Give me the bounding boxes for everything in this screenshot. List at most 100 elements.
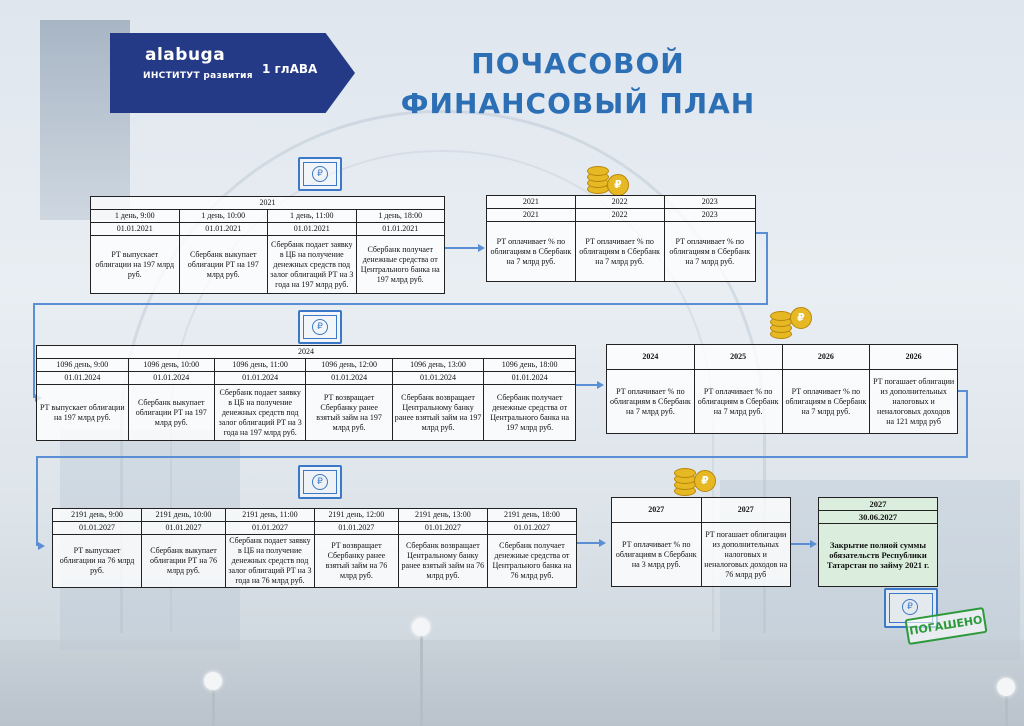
table-date-cell: 01.01.2021	[355, 222, 445, 236]
table-day-cell: 2191 день, 12:00	[313, 508, 399, 522]
table-block-2021: 2021 1 день, 9:00 1 день, 10:00 1 день, …	[90, 196, 445, 294]
table-action-cell: Сбербанк получает денежные средства от Ц…	[483, 384, 576, 441]
table-year: 2023	[663, 195, 757, 209]
table-action-cell: РТ выпускает облигации на 197 млрд руб.	[90, 235, 180, 294]
table-action-cell: Сбербанк получает денежные средства от Ц…	[486, 534, 578, 588]
table-year: 2021	[90, 196, 445, 210]
table-date-cell: 30.06.2027	[818, 510, 938, 524]
table-action-cell: РТ возвращает Сбербанку ранее взятый зай…	[305, 384, 393, 441]
table-date-cell: 01.01.2024	[305, 371, 393, 385]
table-action-cell: Сбербанк возвращает Центральному банку р…	[391, 384, 485, 441]
connector	[958, 390, 968, 392]
table-action-cell: Сбербанк подает заявку в ЦБ на получение…	[213, 384, 307, 441]
table-final-closure: 2027 30.06.2027 Закрытие полной суммы об…	[818, 497, 938, 587]
lamp-pole	[212, 680, 215, 726]
table-action-cell: РТ возвращает Сбербанку ранее взятый зай…	[313, 534, 399, 588]
table-year: 2025	[693, 344, 783, 370]
table-year-sub: 2021	[486, 208, 576, 222]
table-action-cell: РТ оплачивает % по облигациям в Сбербанк…	[663, 221, 757, 282]
lamp-pole	[420, 630, 423, 726]
arrow-right-icon	[810, 540, 817, 548]
table-action-cell: РТ погашает облигации из дополнительных …	[869, 369, 958, 434]
table-date-cell: 01.01.2027	[224, 521, 315, 535]
table-block-2027: 2191 день, 9:00 2191 день, 10:00 2191 де…	[51, 508, 578, 588]
table-action-cell: Сбербанк подает заявку в ЦБ на получение…	[267, 235, 357, 294]
table-action-cell: РТ оплачивает % по облигациям в Сбербанк…	[606, 369, 695, 434]
ruble-coins-icon: ₽	[768, 303, 812, 343]
table-action-cell: РТ оплачивает % по облигациям в Сбербанк…	[486, 221, 576, 282]
ruble-coins-icon: ₽	[585, 158, 629, 198]
table-action-cell: РТ выпускает облигации на 76 млрд руб.	[51, 534, 143, 588]
table-date-cell: 01.01.2027	[313, 521, 399, 535]
table-year: 2027	[818, 497, 938, 511]
table-year: 2026	[781, 344, 871, 370]
connector	[577, 542, 599, 544]
lamp	[204, 672, 222, 690]
table-year: 2026	[869, 344, 958, 370]
table-year: 2027	[611, 497, 702, 523]
table-day-cell: 1096 день, 10:00	[127, 358, 215, 372]
table-date-cell: 01.01.2024	[483, 371, 576, 385]
table-date-cell: 01.01.2024	[391, 371, 485, 385]
table-date-cell: 01.01.2024	[36, 371, 129, 385]
table-date-cell: 01.01.2024	[213, 371, 307, 385]
ruble-banknote-icon: ₽	[298, 157, 342, 191]
table-day-cell: 1096 день, 13:00	[391, 358, 485, 372]
arrow-right-icon	[597, 381, 604, 389]
table-date-cell: 01.01.2027	[397, 521, 488, 535]
table-action-cell: Сбербанк подает заявку в ЦБ на получение…	[224, 534, 315, 588]
table-date-cell: 01.01.2027	[51, 521, 143, 535]
page-title: ПОЧАСОВОЙ ФИНАНСОВЫЙ ПЛАН	[398, 44, 758, 124]
table-day-cell: 1096 день, 9:00	[36, 358, 129, 372]
connector	[33, 303, 768, 305]
table-day-cell: 1096 день, 12:00	[305, 358, 393, 372]
connector	[966, 390, 968, 457]
table-date-cell: 01.01.2021	[178, 222, 268, 236]
brand-banner	[110, 33, 355, 113]
brand-logo: alabuga	[145, 45, 226, 65]
table-day-cell: 2191 день, 10:00	[141, 508, 226, 522]
table-day-cell: 1 день, 10:00	[178, 209, 268, 223]
table-action-cell: Сбербанк получает денежные средства от Ц…	[355, 235, 445, 294]
table-day-cell: 2191 день, 11:00	[224, 508, 315, 522]
table-action-cell: Сбербанк выкупает облигации РТ на 76 млр…	[141, 534, 226, 588]
table-action-cell: РТ выпускает облигации на 197 млрд руб.	[36, 384, 129, 441]
lamp	[997, 678, 1015, 696]
table-year-sub: 2023	[663, 208, 757, 222]
ruble-banknote-icon: ₽	[298, 465, 342, 499]
table-action-cell: РТ оплачивает % по облигациям в Сбербанк…	[611, 522, 702, 587]
table-day-cell: 2191 день, 9:00	[51, 508, 143, 522]
table-day-cell: 1 день, 11:00	[267, 209, 357, 223]
connector	[36, 456, 968, 458]
table-day-cell: 2191 день, 18:00	[486, 508, 578, 522]
table-day-cell: 1 день, 9:00	[90, 209, 180, 223]
table-action-cell: РТ оплачивает % по облигациям в Сбербанк…	[693, 369, 783, 434]
table-date-cell: 01.01.2024	[127, 371, 215, 385]
connector	[790, 543, 810, 545]
table-interest-2021-2023: 2021 2022 2023 2021 2022 2023 РТ оплачив…	[486, 195, 757, 282]
brand-subtitle: ИНСТИТУТ развития	[143, 71, 253, 81]
table-date-cell: 01.01.2027	[141, 521, 226, 535]
ruble-banknote-icon: ₽	[298, 310, 342, 344]
chapter-label: 1 глАВА	[262, 62, 318, 76]
table-year: 2027	[700, 497, 791, 523]
connector	[766, 232, 768, 304]
lamp	[412, 618, 430, 636]
table-day-cell: 1096 день, 18:00	[483, 358, 576, 372]
table-day-cell: 1096 день, 11:00	[213, 358, 307, 372]
arrow-right-icon	[599, 539, 606, 547]
table-year-sub: 2022	[574, 208, 665, 222]
lamp-pole	[1005, 690, 1008, 726]
table-action-cell: Сбербанк возвращает Центральному банку р…	[397, 534, 488, 588]
table-date-cell: 01.01.2027	[486, 521, 578, 535]
table-action-cell: РТ погашает облигации из дополнительных …	[700, 522, 791, 587]
connector	[575, 384, 597, 386]
table-action-cell: Сбербанк выкупает облигации РТ на 197 мл…	[127, 384, 215, 441]
page-title-line1: ПОЧАСОВОЙ	[471, 47, 685, 80]
table-date-cell: 01.01.2021	[90, 222, 180, 236]
table-year: 2024	[606, 344, 695, 370]
ruble-coins-icon: ₽	[672, 460, 716, 500]
table-action-cell: РТ оплачивает % по облигациям в Сбербанк…	[781, 369, 871, 434]
connector	[755, 232, 767, 234]
